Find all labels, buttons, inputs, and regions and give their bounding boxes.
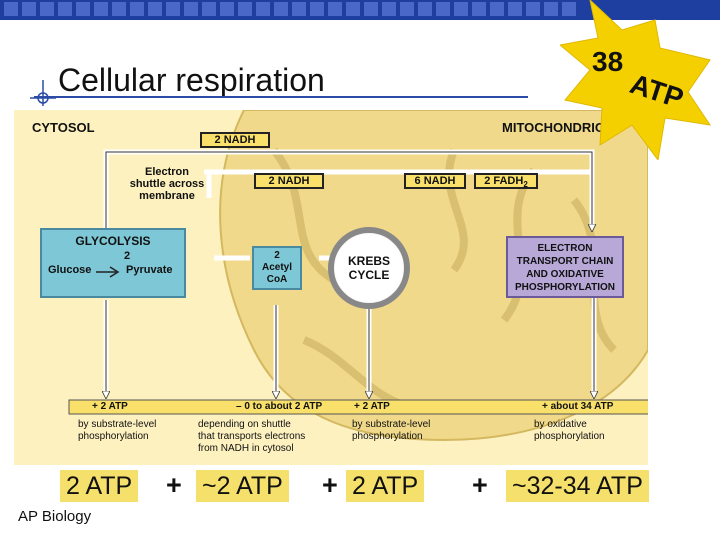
banner-square	[22, 2, 36, 16]
shuttle-line: membrane	[139, 190, 195, 202]
glucose-label: Glucose	[48, 264, 92, 276]
banner-square	[328, 2, 342, 16]
etc-line: TRANSPORT CHAIN	[516, 256, 614, 267]
title-underline	[34, 96, 528, 98]
banner-square	[256, 2, 270, 16]
banner-square	[130, 2, 144, 16]
banner-square	[292, 2, 306, 16]
banner-square	[454, 2, 468, 16]
banner-square	[112, 2, 126, 16]
desc-line: from NADH in cytosol	[198, 443, 294, 454]
desc-line: that transports electrons	[198, 431, 306, 442]
desc-line: by oxidative	[534, 419, 587, 430]
banner-square	[40, 2, 54, 16]
summary-glycolysis-atp: 2 ATP	[60, 470, 139, 502]
desc-line: depending on shuttle	[198, 419, 291, 430]
fadh2-subscript: 2	[523, 180, 528, 190]
banner-square	[76, 2, 90, 16]
shuttle-line: shuttle across	[129, 178, 205, 190]
desc-line: by substrate-level	[352, 419, 431, 430]
summary-plus: +	[166, 470, 182, 500]
banner-square	[346, 2, 360, 16]
banner-square	[148, 2, 162, 16]
nadh-six-box: 6 NADH	[404, 173, 466, 189]
summary-plus: +	[322, 470, 338, 500]
starburst-38-atp	[560, 0, 712, 160]
nadh-mid-box: 2 NADH	[254, 173, 324, 189]
banner-square	[526, 2, 540, 16]
banner-square	[184, 2, 198, 16]
banner-square	[400, 2, 414, 16]
atp-head-shuttle: – 0 to about 2 ATP	[236, 401, 323, 412]
banner-square	[202, 2, 216, 16]
respiration-diagram: CYTOSOL MITOCHONDRION 2 NADH Electron sh…	[14, 110, 648, 465]
banner-square	[472, 2, 486, 16]
shuttle-line: Electron	[144, 166, 189, 178]
nadh-top-box: 2 NADH	[200, 132, 270, 148]
pyruvate-label: Pyruvate	[126, 264, 173, 276]
starburst-number: 38	[592, 46, 624, 77]
summary-shuttle-atp: ~2 ATP	[196, 470, 289, 502]
acetyl-line: 2	[274, 250, 280, 261]
atp-desc-shuttle: depending on shuttle that transports ele…	[198, 419, 305, 455]
summary-krebs-atp: 2 ATP	[346, 470, 425, 502]
acetyl-line: CoA	[266, 274, 288, 285]
banner-square	[364, 2, 378, 16]
banner-square	[94, 2, 108, 16]
banner-square	[4, 2, 18, 16]
atp-head-krebs: + 2 ATP	[354, 401, 390, 412]
acetyl-coa-box: 2 Acetyl CoA	[252, 246, 302, 290]
top-banner	[0, 0, 720, 20]
glycolysis-box: GLYCOLYSIS 2 Glucose Pyruvate	[40, 228, 186, 298]
glycolysis-title: GLYCOLYSIS	[75, 234, 151, 248]
summary-etc-atp: ~32-34 ATP	[506, 470, 649, 502]
atp-desc-glycolysis: by substrate-level phosphorylation	[78, 419, 156, 443]
banner-square	[562, 2, 576, 16]
atp-head-etc: + about 34 ATP	[542, 401, 614, 412]
banner-square	[382, 2, 396, 16]
shuttle-label: Electron shuttle across membrane	[122, 166, 212, 202]
banner-square	[220, 2, 234, 16]
banner-square	[418, 2, 432, 16]
desc-line: phosphorylation	[78, 431, 149, 442]
banner-square	[274, 2, 288, 16]
etc-line: PHOSPHORYLATION	[514, 282, 615, 293]
atp-desc-krebs: by substrate-level phosphorylation	[352, 419, 430, 443]
krebs-line: KREBS	[347, 254, 390, 268]
atp-head-glycolysis: + 2 ATP	[92, 401, 128, 412]
banner-square	[436, 2, 450, 16]
banner-square	[58, 2, 72, 16]
cytosol-label: CYTOSOL	[32, 120, 95, 135]
banner-square	[490, 2, 504, 16]
desc-line: by substrate-level	[78, 419, 157, 430]
banner-square	[166, 2, 180, 16]
slide-title: Cellular respiration	[58, 62, 325, 98]
banner-square	[310, 2, 324, 16]
atp-desc-etc: by oxidative phosphorylation	[534, 419, 605, 443]
mitochondrion-label: MITOCHONDRION	[502, 120, 615, 135]
etc-line: AND OXIDATIVE	[526, 269, 604, 280]
crosshair-ornament	[30, 80, 56, 106]
banner-square	[238, 2, 252, 16]
pyruvate-count: 2	[124, 250, 131, 262]
desc-line: phosphorylation	[352, 431, 423, 442]
krebs-line: CYCLE	[348, 268, 390, 282]
banner-square	[544, 2, 558, 16]
fadh2-text: 2 FADH	[484, 175, 524, 187]
fadh2-box: 2 FADH2	[474, 173, 538, 189]
summary-plus: +	[472, 470, 488, 500]
footer-label: AP Biology	[18, 508, 92, 525]
pathway-arrows	[68, 149, 648, 415]
glycolysis-arrow	[96, 266, 120, 278]
banner-square	[508, 2, 522, 16]
etc-line: ELECTRON	[537, 243, 593, 254]
acetyl-line: Acetyl	[261, 262, 292, 273]
krebs-label: KREBS CYCLE	[339, 254, 399, 282]
desc-line: phosphorylation	[534, 431, 605, 442]
etc-box: ELECTRON TRANSPORT CHAIN AND OXIDATIVE P…	[506, 236, 624, 298]
